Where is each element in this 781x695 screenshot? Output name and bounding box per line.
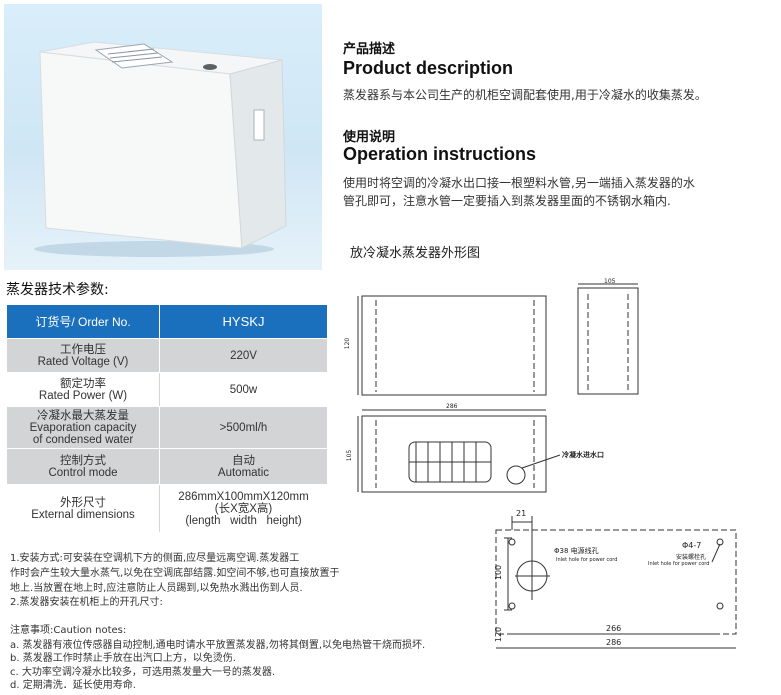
row-value-3: (length width height) bbox=[185, 514, 302, 527]
row-value: 220V bbox=[159, 338, 328, 373]
caution-item-b: b. 蒸发器工作时禁止手放在出汽口上方，以免烫伤. bbox=[10, 653, 236, 664]
row-value: 500w bbox=[159, 372, 328, 407]
dim-hole-height: 100 bbox=[494, 564, 504, 581]
order-no-label: 订货号/ Order No. bbox=[6, 304, 160, 339]
row-label-en-2: of condensed water bbox=[32, 433, 134, 446]
row-label-zh: 冷凝水最大蒸发量 bbox=[37, 409, 129, 422]
row-value: 286mmX100mmX120mm bbox=[178, 490, 309, 503]
row-label-en: External dimensions bbox=[31, 508, 135, 521]
dim-front-height: 120 bbox=[344, 337, 352, 350]
dim-hole-offset: 21 bbox=[516, 509, 527, 518]
bolt-sub-label: Inlet hole for power cord bbox=[648, 561, 710, 567]
product-heading-zh: 产品描述 bbox=[343, 42, 396, 57]
product-photo bbox=[4, 4, 322, 270]
hole-sub-label: Inlet hole for power cord bbox=[556, 557, 618, 563]
operation-line-1: 使用时将空调的冷凝水出口接一根塑料水管,另一端插入蒸发器的水 bbox=[343, 176, 695, 190]
row-label-en: Rated Power (W) bbox=[38, 389, 128, 402]
caution-item-c: c. 大功率空调冷凝水比较多，可选用蒸发量大一号的蒸发器. bbox=[10, 667, 276, 678]
spec-title: 蒸发器技术参数: bbox=[6, 282, 109, 298]
dim-side-width: 105 bbox=[604, 278, 616, 285]
figure-title: 放冷凝水蒸发器外形图 bbox=[350, 246, 481, 261]
dim-plan-depth: 105 bbox=[346, 449, 354, 462]
spec-header-row: 订货号/ Order No. HYSKJ bbox=[6, 304, 328, 339]
install-line-3: 地上.当放置在地上时,应注意防止人员踢到,以免热水溅出伤到人员. bbox=[10, 583, 303, 594]
dim-inner-width: 266 bbox=[606, 624, 622, 633]
operation-line-2: 管孔即可，注意水管一定要插入到蒸发器里面的不锈钢水箱内. bbox=[343, 194, 671, 208]
hole-diameter-label: Φ38 电源线孔 bbox=[554, 547, 599, 555]
dim-outer-width: 286 bbox=[606, 638, 622, 647]
side-view-outline bbox=[577, 287, 639, 395]
operation-heading-zh: 使用说明 bbox=[343, 130, 396, 145]
caution-title: 注意事项:Caution notes: bbox=[10, 625, 127, 636]
row-label-en: Evaporation capacity bbox=[29, 421, 137, 434]
row-label-en: Control mode bbox=[48, 466, 118, 479]
row-value-2: (长X宽X高) bbox=[214, 502, 273, 515]
outlet-label: 冷凝水进水口 bbox=[562, 451, 604, 459]
condensate-inlet-hole bbox=[506, 465, 526, 485]
caution-item-d: d. 定期清洗．延长使用寿命. bbox=[10, 680, 136, 691]
product-description: 蒸发器系与本公司生产的机柜空调配套使用,用于冷凝水的收集蒸发。 bbox=[343, 88, 707, 102]
order-no-value: HYSKJ bbox=[159, 304, 328, 339]
caution-item-a: a. 蒸发器有液位传感器自动控制,通电时请水平放置蒸发器,勿将其倒置,以免电热管… bbox=[10, 640, 426, 651]
row-value: Automatic bbox=[217, 466, 270, 479]
bolt-label: Φ4-7 bbox=[682, 541, 702, 550]
row-value: >500ml/h bbox=[159, 406, 328, 449]
row-label-zh: 控制方式 bbox=[60, 454, 106, 467]
row-label-zh: 工作电压 bbox=[60, 343, 106, 356]
front-view-outline bbox=[361, 295, 547, 396]
row-label-zh: 外形尺寸 bbox=[60, 496, 106, 509]
row-label-en: Rated Voltage (V) bbox=[37, 355, 129, 368]
install-line-4: 2.蒸发器安装在机柜上的开孔尺寸: bbox=[10, 597, 163, 608]
plan-view-outline bbox=[361, 415, 547, 493]
product-heading-en: Product description bbox=[343, 58, 514, 78]
row-label-zh: 额定功率 bbox=[60, 377, 106, 390]
install-line-2: 作时会产生较大量水蒸气,以免在空调底部结露.如空间不够,也可直接放置于 bbox=[10, 568, 340, 579]
operation-heading-en: Operation instructions bbox=[343, 144, 537, 164]
dim-bottom-height: 120 bbox=[494, 626, 504, 643]
dim-plan-width: 286 bbox=[446, 403, 458, 410]
bolt-label-zh: 安装螺栓孔 bbox=[676, 554, 707, 561]
row-value-zh: 自动 bbox=[232, 454, 255, 467]
install-line-1: 1.安装方式:可安装在空调机下方的侧面,应尽量远离空调.蒸发器工 bbox=[10, 553, 300, 564]
